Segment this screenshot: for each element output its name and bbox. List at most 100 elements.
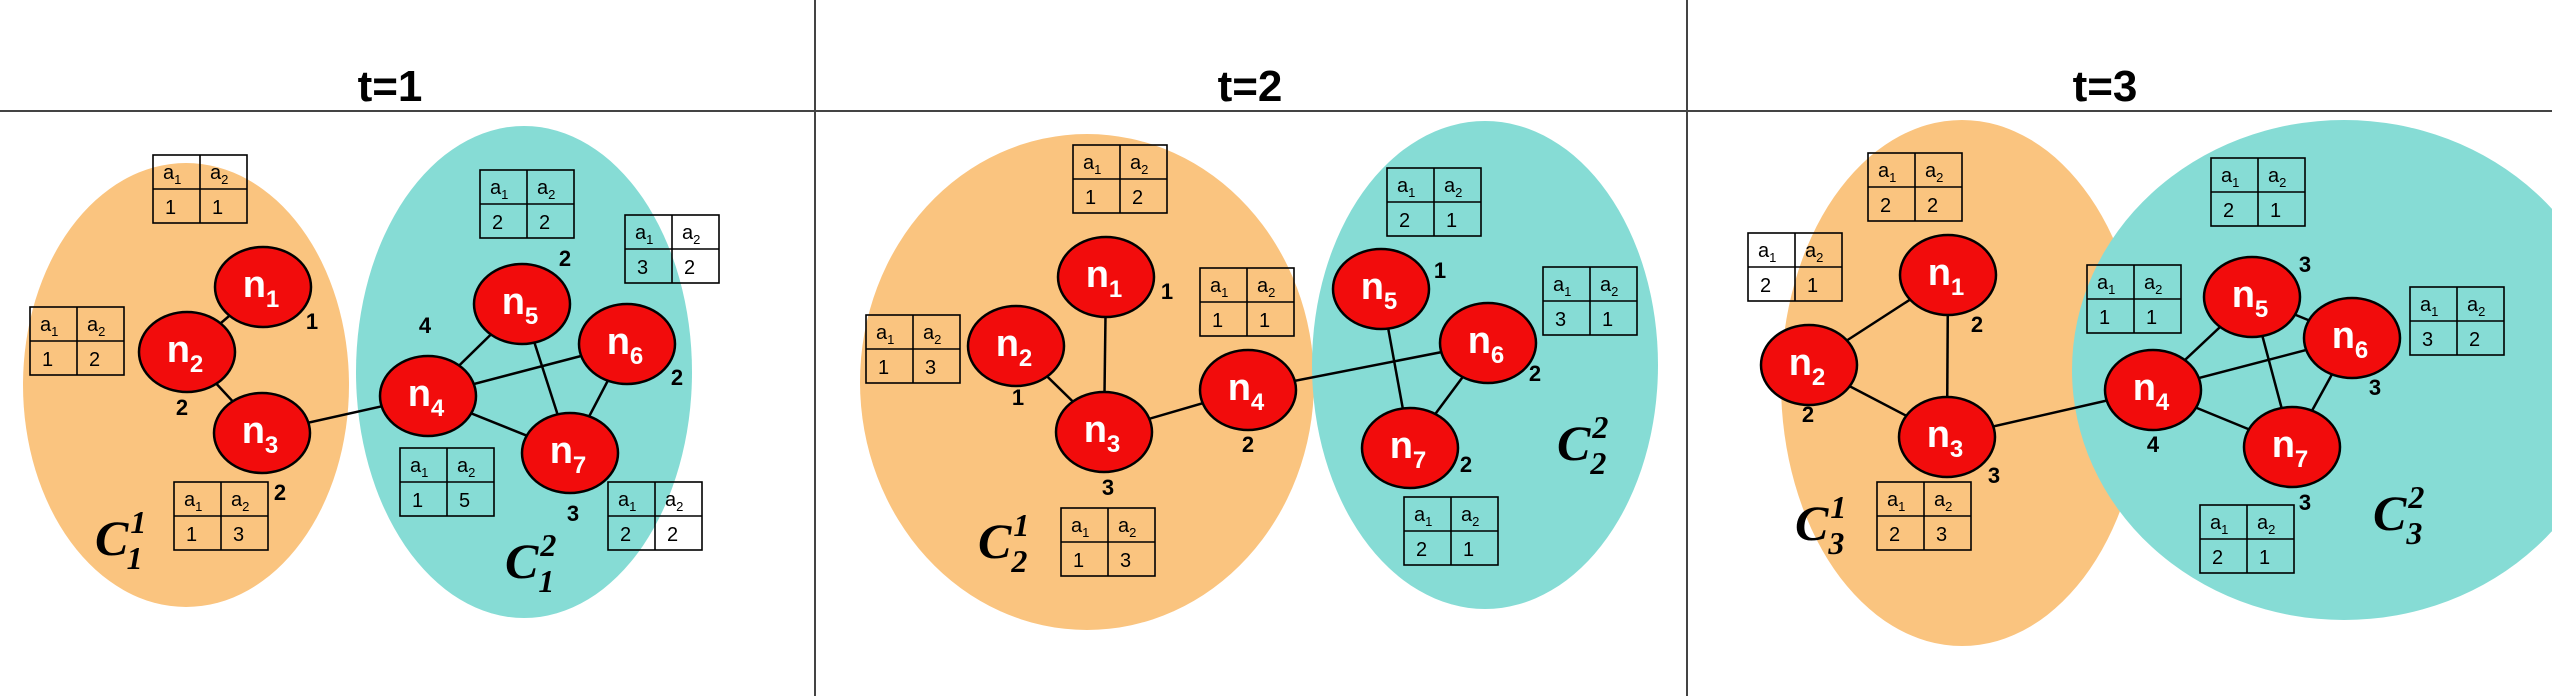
node-label: n3 bbox=[1927, 414, 1964, 463]
node-n5[interactable]: n5 bbox=[472, 262, 572, 346]
node-n2[interactable]: n2 bbox=[966, 304, 1066, 388]
attr-value-a1: 1 bbox=[1073, 550, 1084, 572]
node-n5[interactable]: n5 bbox=[2202, 255, 2302, 339]
node-degree: 4 bbox=[419, 313, 432, 338]
attr-value-a1: 3 bbox=[2422, 329, 2433, 351]
node-n7[interactable]: n7 bbox=[1360, 406, 1460, 490]
attr-value-a2: 3 bbox=[233, 524, 244, 546]
node-degree: 2 bbox=[176, 395, 188, 420]
cluster-region-1 bbox=[860, 134, 1314, 630]
attr-value-a1: 2 bbox=[492, 212, 503, 234]
attr-header: a2 bbox=[1934, 489, 1952, 514]
attr-header: a1 bbox=[618, 489, 636, 514]
node-label: n7 bbox=[2272, 424, 2309, 473]
attr-value-a2: 2 bbox=[2469, 329, 2480, 351]
node-label: n4 bbox=[1228, 367, 1265, 416]
node-n6[interactable]: n6 bbox=[2302, 296, 2402, 380]
attr-header: a1 bbox=[1071, 515, 1089, 540]
node-circle bbox=[577, 302, 677, 386]
attr-header: a2 bbox=[1130, 152, 1148, 177]
attr-value-a1: 1 bbox=[878, 357, 889, 379]
node-n7[interactable]: n7 bbox=[520, 411, 620, 495]
attr-header: a2 bbox=[682, 222, 700, 247]
node-n3[interactable]: n3 bbox=[1897, 395, 1997, 479]
attr-header: a2 bbox=[923, 322, 941, 347]
node-label: n7 bbox=[1390, 425, 1427, 474]
attr-value-a2: 1 bbox=[1446, 210, 1457, 232]
attr-header: a1 bbox=[1210, 275, 1228, 300]
attr-value-a2: 1 bbox=[1259, 310, 1270, 332]
attr-header: a2 bbox=[1444, 175, 1462, 200]
node-circle bbox=[2302, 296, 2402, 380]
node-circle bbox=[1056, 235, 1156, 319]
node-circle bbox=[1438, 301, 1538, 385]
attr-value-a1: 1 bbox=[1212, 310, 1223, 332]
node-n1[interactable]: n1 bbox=[213, 245, 313, 329]
node-n5[interactable]: n5 bbox=[1331, 247, 1431, 331]
node-degree: 2 bbox=[1802, 402, 1814, 427]
attr-header: a2 bbox=[1600, 274, 1618, 299]
node-circle bbox=[2242, 405, 2342, 489]
attr-header: a2 bbox=[1805, 240, 1823, 265]
attr-value-a1: 1 bbox=[165, 197, 176, 219]
attr-value-a1: 1 bbox=[42, 349, 53, 371]
node-label: n1 bbox=[1086, 254, 1123, 303]
attr-value-a1: 1 bbox=[2099, 307, 2110, 329]
node-circle bbox=[1759, 323, 1859, 407]
node-n4[interactable]: n4 bbox=[2103, 348, 2203, 432]
node-n4[interactable]: n4 bbox=[378, 354, 478, 438]
attr-value-a2: 3 bbox=[925, 357, 936, 379]
attr-header: a1 bbox=[163, 162, 181, 187]
node-circle bbox=[1898, 233, 1998, 317]
node-n4[interactable]: n4 bbox=[1198, 348, 1298, 432]
attr-header: a1 bbox=[1758, 240, 1776, 265]
node-n6[interactable]: n6 bbox=[1438, 301, 1538, 385]
node-n7[interactable]: n7 bbox=[2242, 405, 2342, 489]
node-circle bbox=[1331, 247, 1431, 331]
attr-header: a1 bbox=[40, 314, 58, 339]
cluster-region-2 bbox=[2072, 120, 2552, 620]
node-degree: 3 bbox=[1988, 463, 2000, 488]
attr-value-a1: 2 bbox=[1399, 210, 1410, 232]
attr-header: a2 bbox=[537, 177, 555, 202]
node-n6[interactable]: n6 bbox=[577, 302, 677, 386]
attr-value-a1: 2 bbox=[1760, 275, 1771, 297]
node-circle bbox=[1897, 395, 1997, 479]
node-circle bbox=[966, 304, 1066, 388]
node-circle bbox=[2202, 255, 2302, 339]
node-label: n6 bbox=[1468, 320, 1505, 369]
node-degree: 3 bbox=[567, 501, 579, 526]
attr-header: a1 bbox=[1083, 152, 1101, 177]
node-circle bbox=[2103, 348, 2203, 432]
node-n2[interactable]: n2 bbox=[1759, 323, 1859, 407]
node-n3[interactable]: n3 bbox=[1054, 390, 1154, 474]
attr-header: a1 bbox=[2221, 165, 2239, 190]
node-circle bbox=[520, 411, 620, 495]
attr-value-a2: 1 bbox=[2259, 547, 2270, 569]
node-degree: 1 bbox=[1161, 279, 1173, 304]
node-n3[interactable]: n3 bbox=[212, 391, 312, 475]
attr-header: a2 bbox=[2268, 165, 2286, 190]
node-label: n7 bbox=[550, 430, 587, 479]
attr-value-a1: 1 bbox=[412, 490, 423, 512]
attr-value-a2: 2 bbox=[1927, 195, 1938, 217]
node-n1[interactable]: n1 bbox=[1056, 235, 1156, 319]
node-n1[interactable]: n1 bbox=[1898, 233, 1998, 317]
node-label: n5 bbox=[2232, 274, 2269, 323]
node-circle bbox=[137, 310, 237, 394]
attr-value-a2: 2 bbox=[667, 524, 678, 546]
node-n2[interactable]: n2 bbox=[137, 310, 237, 394]
